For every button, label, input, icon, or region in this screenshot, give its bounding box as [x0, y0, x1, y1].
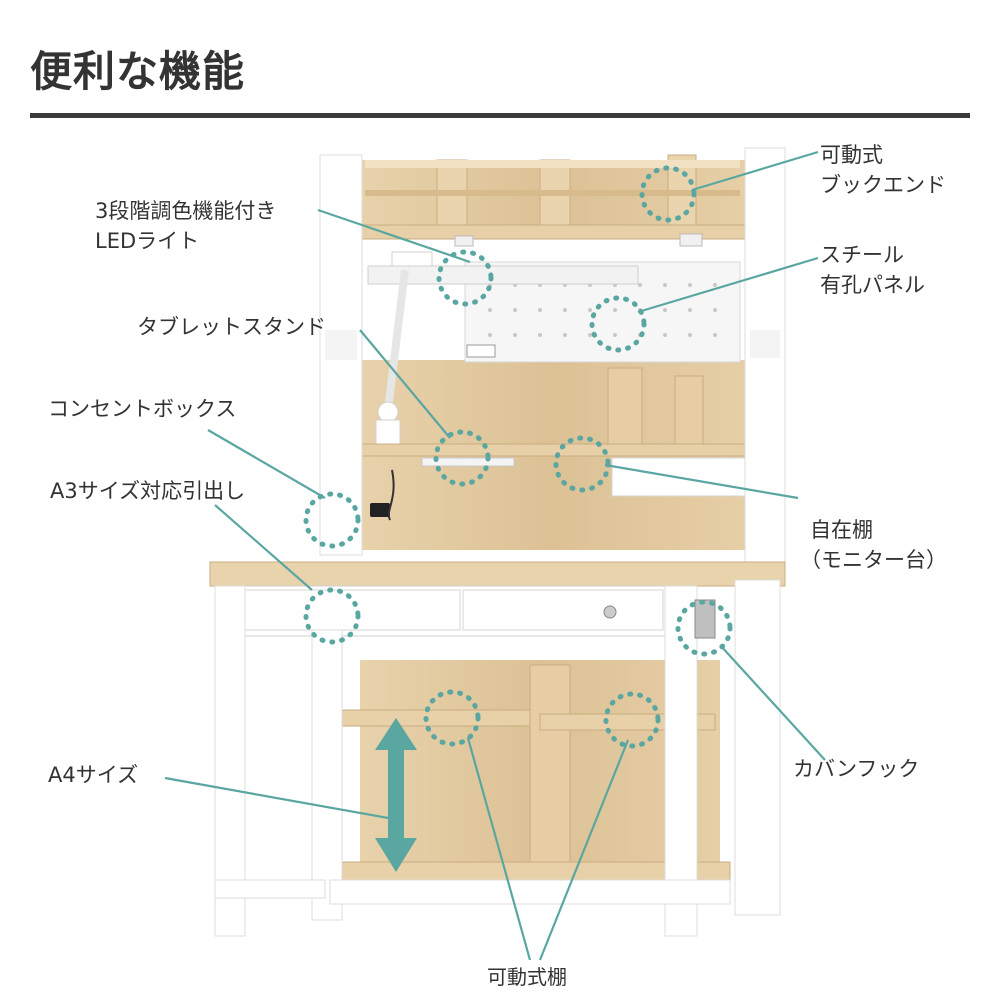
- highlight-led: [436, 249, 494, 307]
- label-monitor-shelf: 自在棚 （モニター台）: [800, 518, 947, 572]
- desk-top: [209, 561, 786, 587]
- label-led-light: 3段階調色機能付き LEDライト: [95, 199, 277, 253]
- desk-left-leg: [214, 585, 246, 937]
- leader-tablet: [359, 329, 451, 439]
- leader-a3: [214, 504, 313, 591]
- desk-left-rear-leg: [311, 629, 343, 921]
- leader-monitor-shelf: [604, 463, 799, 500]
- leader-movable-left: [466, 737, 532, 961]
- leader-movable-right: [538, 739, 630, 961]
- highlight-movable-left: [423, 689, 481, 747]
- highlight-bag-hook: [675, 599, 733, 657]
- highlight-monitor-shelf: [553, 435, 611, 493]
- label-outlet-box: コンセントボックス: [48, 397, 237, 421]
- highlight-movable-right: [603, 691, 661, 749]
- leader-outlet: [207, 429, 326, 499]
- lower-divider: [529, 664, 571, 881]
- monitor-shelf-post: [674, 375, 704, 447]
- highlight-steel-panel: [589, 295, 647, 353]
- page-title: 便利な機能: [30, 47, 246, 96]
- monitor-shelf-post: [607, 367, 643, 449]
- bag-hook-hardware: [694, 599, 716, 639]
- leader-a4: [164, 776, 389, 820]
- label-a4-size: A4サイズ: [48, 763, 139, 787]
- led-light-bar: [367, 265, 639, 285]
- drawer-lock: [603, 605, 617, 619]
- desk-right-leg: [664, 585, 698, 937]
- tablet-stand: [421, 457, 515, 467]
- title-divider: [30, 113, 970, 118]
- label-a3-drawer: A3サイズ対応引出し: [50, 479, 246, 503]
- movable-shelf-left: [334, 709, 531, 727]
- leader-steel-panel: [637, 256, 819, 314]
- leader-bag-hook: [719, 644, 826, 761]
- highlight-outlet: [303, 491, 361, 549]
- led-light-arm: [384, 269, 409, 411]
- a3-drawer-right: [462, 589, 664, 631]
- label-steel-panel: スチール 有孔パネル: [820, 243, 925, 297]
- label-movable-shelf: 可動式棚: [487, 965, 567, 989]
- highlight-tablet: [433, 429, 491, 487]
- desk-right-rear-leg: [734, 579, 781, 916]
- highlight-a3: [303, 587, 361, 645]
- label-tablet-stand: タブレットスタンド: [137, 315, 326, 339]
- highlight-bookend: [639, 165, 697, 223]
- label-bag-hook: カバンフック: [793, 757, 920, 781]
- a3-drawer-left: [229, 589, 461, 631]
- label-bookend: 可動式 ブックエンド: [820, 143, 946, 197]
- leader-led: [317, 208, 471, 264]
- leader-bookend: [691, 150, 819, 192]
- hutch-middle-shelf: [334, 443, 746, 457]
- a4-size-arrow: [375, 718, 417, 872]
